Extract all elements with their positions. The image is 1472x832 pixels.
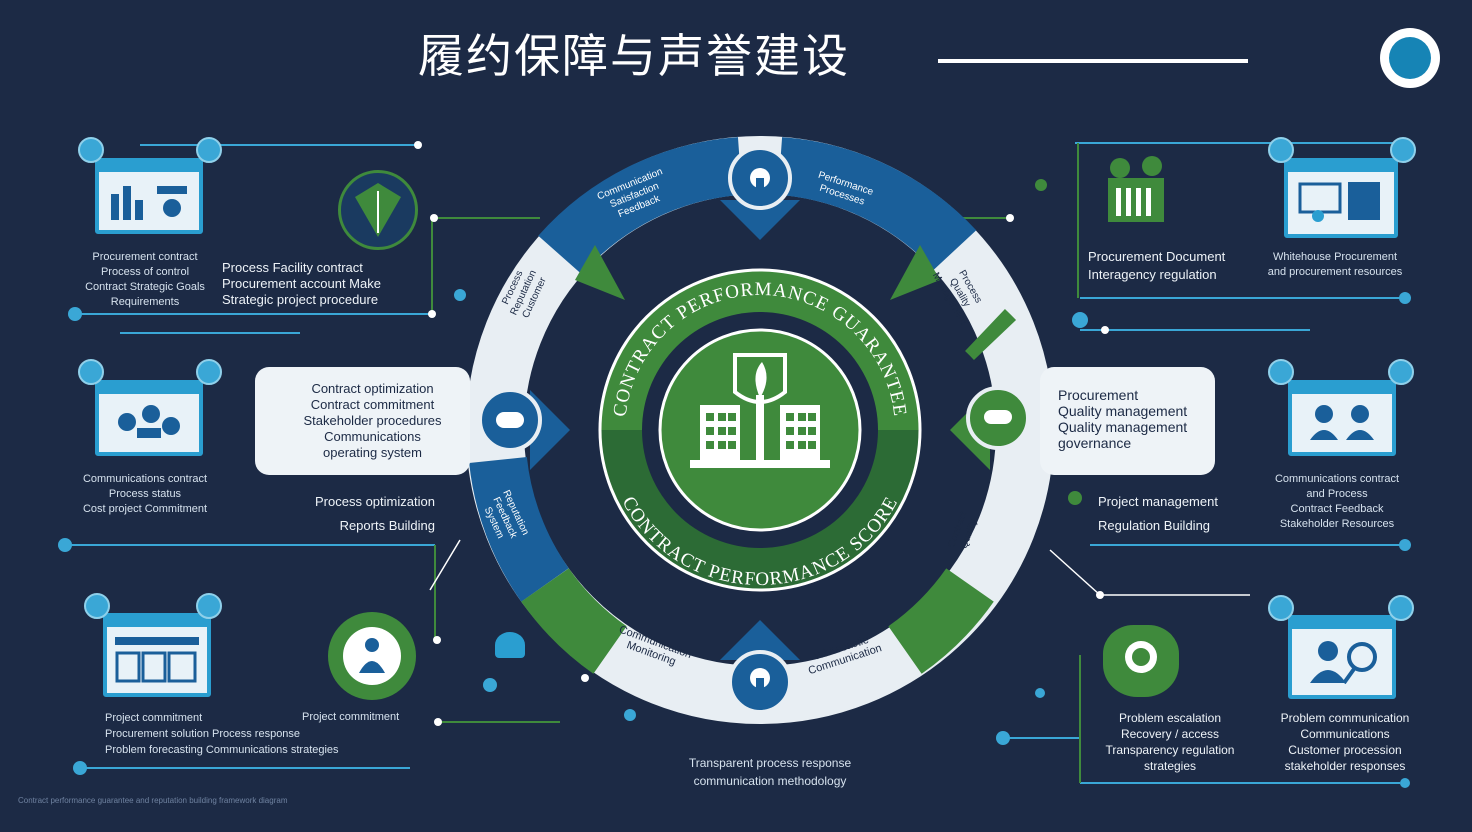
page-title: 履约保障与声誉建设 xyxy=(418,30,850,82)
card-mid-right xyxy=(1288,380,1396,456)
pointer-top xyxy=(720,200,800,240)
footer-fine-print: Contract performance guarantee and reput… xyxy=(18,796,288,805)
left-callout-line: Contract optimization xyxy=(311,381,434,396)
card-mid-left xyxy=(95,380,203,456)
bottom-left-side-text: Project commitment xyxy=(302,711,400,723)
title-underline xyxy=(938,59,1248,63)
factory-icon xyxy=(1090,148,1180,228)
pointer-bottom xyxy=(720,620,800,660)
helmet-icon xyxy=(495,632,525,658)
document-icon xyxy=(115,637,199,683)
leaf-shield-icon xyxy=(338,170,418,250)
card-bottom-right xyxy=(1288,615,1396,699)
gear-icon xyxy=(1268,137,1294,163)
right-callout-line: Quality management xyxy=(1058,403,1188,419)
ring-segment-top-left xyxy=(538,137,743,275)
person-icon xyxy=(328,612,416,700)
right-callout: Procurement Quality management Quality m… xyxy=(1040,367,1215,475)
performance-ring: CONTRACT PERFORMANCE GUARANTEE CONTRACT … xyxy=(466,136,1054,724)
left-callout: Contract optimization Contract commitmen… xyxy=(255,367,470,475)
gear-icon xyxy=(84,593,110,619)
left-callout-line: Communications xyxy=(324,429,421,444)
left-callout-line: operating system xyxy=(323,445,422,460)
ring-segment-bottom-left-green xyxy=(521,567,628,674)
gear-icon xyxy=(1388,359,1414,385)
gear-icon xyxy=(1268,595,1294,621)
chart-icon xyxy=(111,186,187,220)
network-icon xyxy=(118,405,180,438)
monitor-icon xyxy=(1298,182,1380,222)
left-callout-line: Contract commitment xyxy=(310,397,435,412)
gear-icon xyxy=(78,359,104,385)
card-bottom-left xyxy=(103,613,211,697)
left-callout-line: Stakeholder procedures xyxy=(303,413,442,428)
gear-icon xyxy=(1390,137,1416,163)
ring-segment-top-right xyxy=(777,137,977,271)
ring-segment-bottom-right-green xyxy=(887,567,994,674)
gear-icon xyxy=(1388,595,1414,621)
worker-icon xyxy=(1103,625,1179,697)
search-person-icon xyxy=(1310,641,1377,685)
right-callout-line: Procurement xyxy=(1058,387,1139,403)
right-callout-line: Quality management xyxy=(1058,419,1188,435)
right-callout-line: governance xyxy=(1058,435,1132,451)
gear-icon xyxy=(196,137,222,163)
globe-logo-icon xyxy=(1380,28,1440,88)
card-top-left xyxy=(95,158,203,234)
gear-icon xyxy=(196,359,222,385)
card-top-right xyxy=(1284,158,1398,238)
team-icon xyxy=(1310,405,1374,440)
ring-segment-left-lower xyxy=(469,456,570,602)
gear-icon xyxy=(196,593,222,619)
gear-icon xyxy=(78,137,104,163)
gear-icon xyxy=(1268,359,1294,385)
